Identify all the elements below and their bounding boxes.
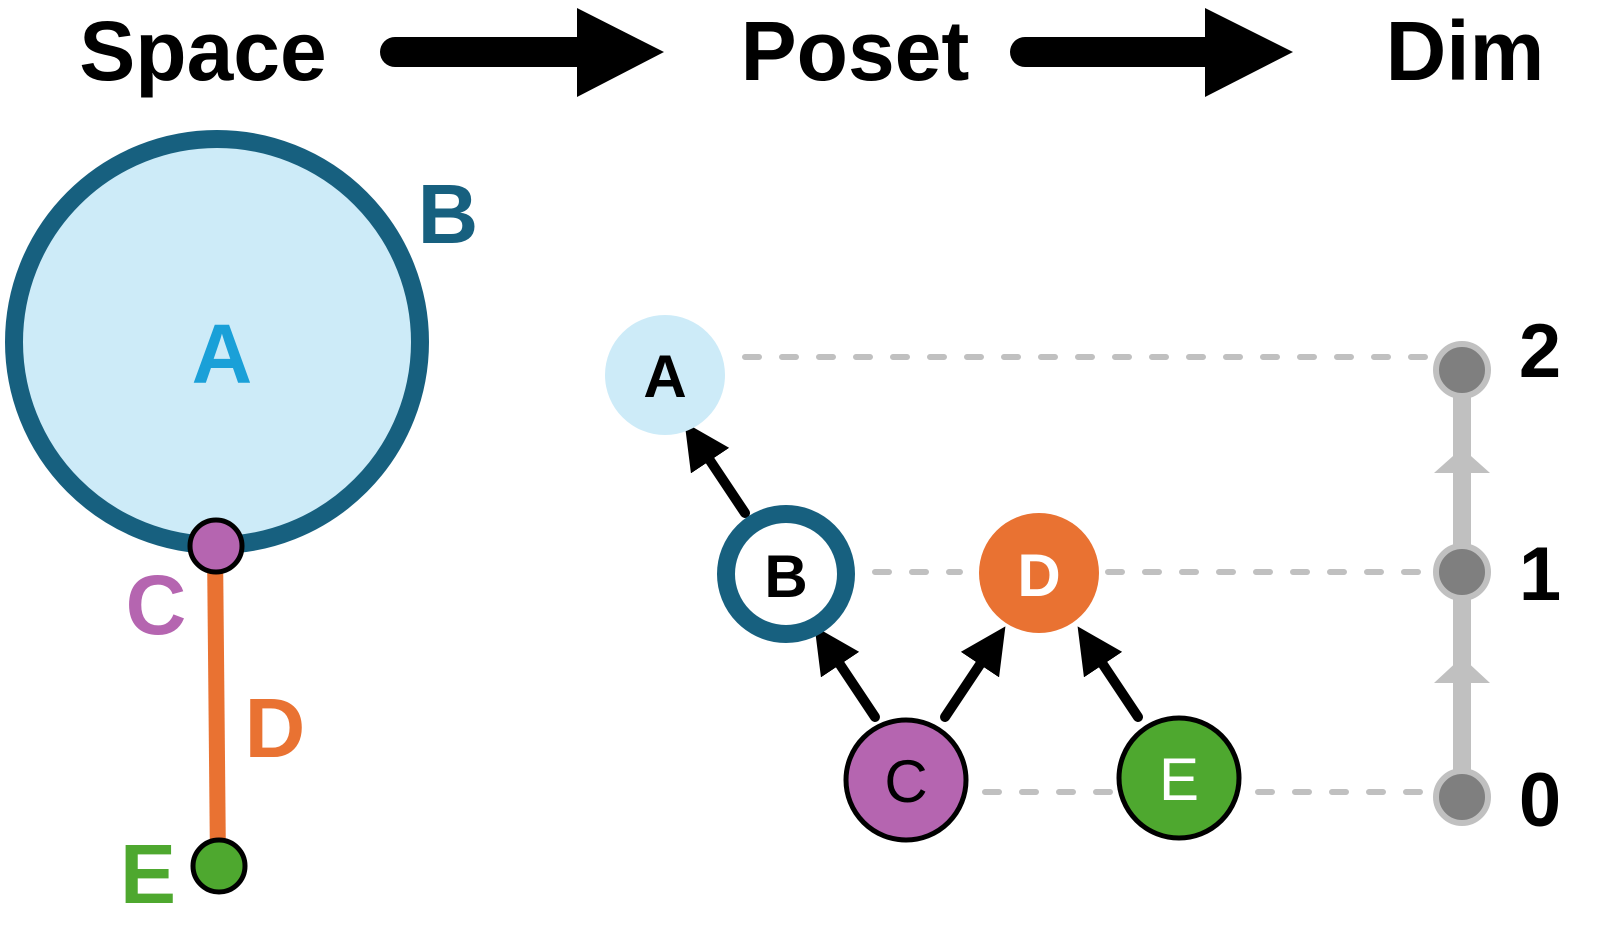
space-label-B: B [418,167,479,261]
dim-chain: 2 1 0 [1433,309,1561,843]
dim-node-2 [1433,341,1491,399]
arrow-space-to-poset [380,8,664,97]
poset-node-E: E [1116,715,1242,841]
dim-arrow-1-to-2 [1434,448,1490,473]
dim-label-0: 0 [1519,758,1561,843]
dim-label-2: 2 [1519,309,1561,394]
poset-node-B: B [717,505,855,643]
poset-node-A-label: A [643,343,686,410]
space-panel: A B C D E [5,130,479,921]
level-guides [742,354,1433,795]
space-segment-D [207,547,226,865]
edge-B-to-A [684,422,750,518]
edge-E-to-D [1077,626,1143,722]
space-point-C [187,517,245,575]
poset-node-C-label: C [884,748,927,815]
poset-node-B-label: B [764,543,807,610]
space-label-A: A [192,307,253,401]
poset-node-D-label: D [1017,542,1060,609]
space-point-E [190,837,248,895]
title-dim: Dim [1386,4,1545,98]
dim-node-0 [1433,768,1491,826]
poset-nodes: A B D C E [605,315,1242,843]
title-space: Space [79,4,327,98]
header: Space Poset Dim [79,4,1544,98]
arrow-poset-to-dim [1010,8,1293,97]
space-label-D: D [245,681,306,775]
edge-C-to-D [940,626,1006,722]
space-label-E: E [120,827,176,921]
dim-label-1: 1 [1519,532,1561,617]
space-label-C: C [126,558,187,652]
poset-node-C: C [843,717,969,843]
edge-C-to-B [814,626,880,722]
dim-node-1 [1433,543,1491,601]
poset-node-A: A [605,315,725,435]
poset-node-D: D [979,513,1099,633]
dim-arrow-0-to-1 [1434,657,1490,683]
poset-edges [684,422,1143,722]
poset-node-E-label: E [1159,746,1199,813]
title-poset: Poset [741,4,970,98]
